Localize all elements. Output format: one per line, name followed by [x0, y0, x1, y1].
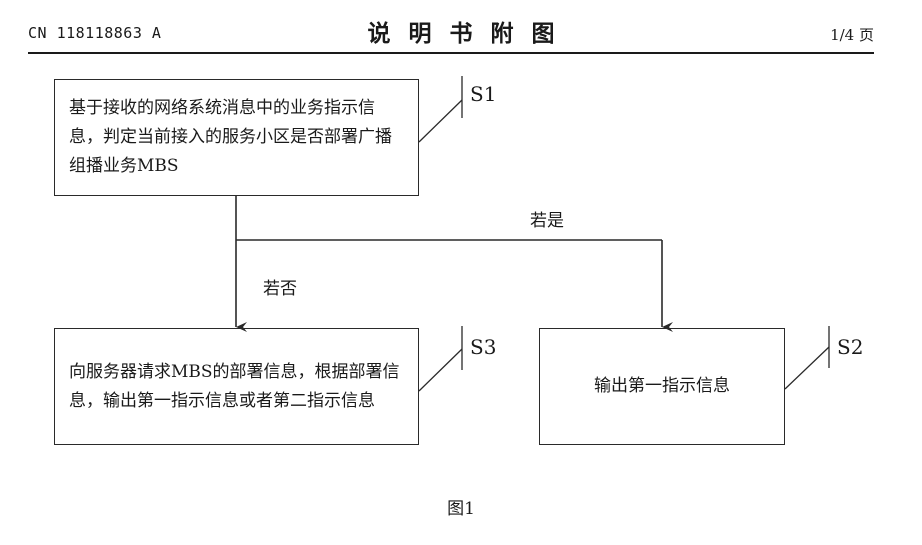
s3-leader-line: [418, 348, 463, 392]
step-s1-box: 基于接收的网络系统消息中的业务指示信息，判定当前接入的服务小区是否部署广播组播业…: [54, 79, 419, 196]
step-s1-label: S1: [470, 82, 497, 106]
s2-leader-line: [784, 346, 830, 390]
step-s2-label: S2: [837, 335, 864, 359]
header-rule: [28, 52, 874, 54]
step-s2-box: 输出第一指示信息: [539, 328, 785, 445]
figure-caption: 图1: [447, 499, 475, 519]
page-title: 说明书附图: [367, 21, 573, 47]
step-s2-text: 输出第一指示信息: [594, 376, 730, 396]
step-s1-text: 基于接收的网络系统消息中的业务指示信息，判定当前接入的服务小区是否部署广播组播业…: [69, 98, 392, 176]
step-s3-box: 向服务器请求MBS的部署信息，根据部署信息，输出第一指示信息或者第二指示信息: [54, 328, 419, 445]
edge-yes-label: 若是: [530, 211, 564, 231]
step-s3-text: 向服务器请求MBS的部署信息，根据部署信息，输出第一指示信息或者第二指示信息: [69, 361, 400, 411]
page-number: 1/4 页: [830, 26, 874, 44]
s1-leader-line: [418, 99, 463, 143]
publication-number: CN 118118863 A: [28, 24, 162, 42]
step-s3-label: S3: [470, 335, 497, 359]
edge-no-label: 若否: [263, 279, 297, 299]
